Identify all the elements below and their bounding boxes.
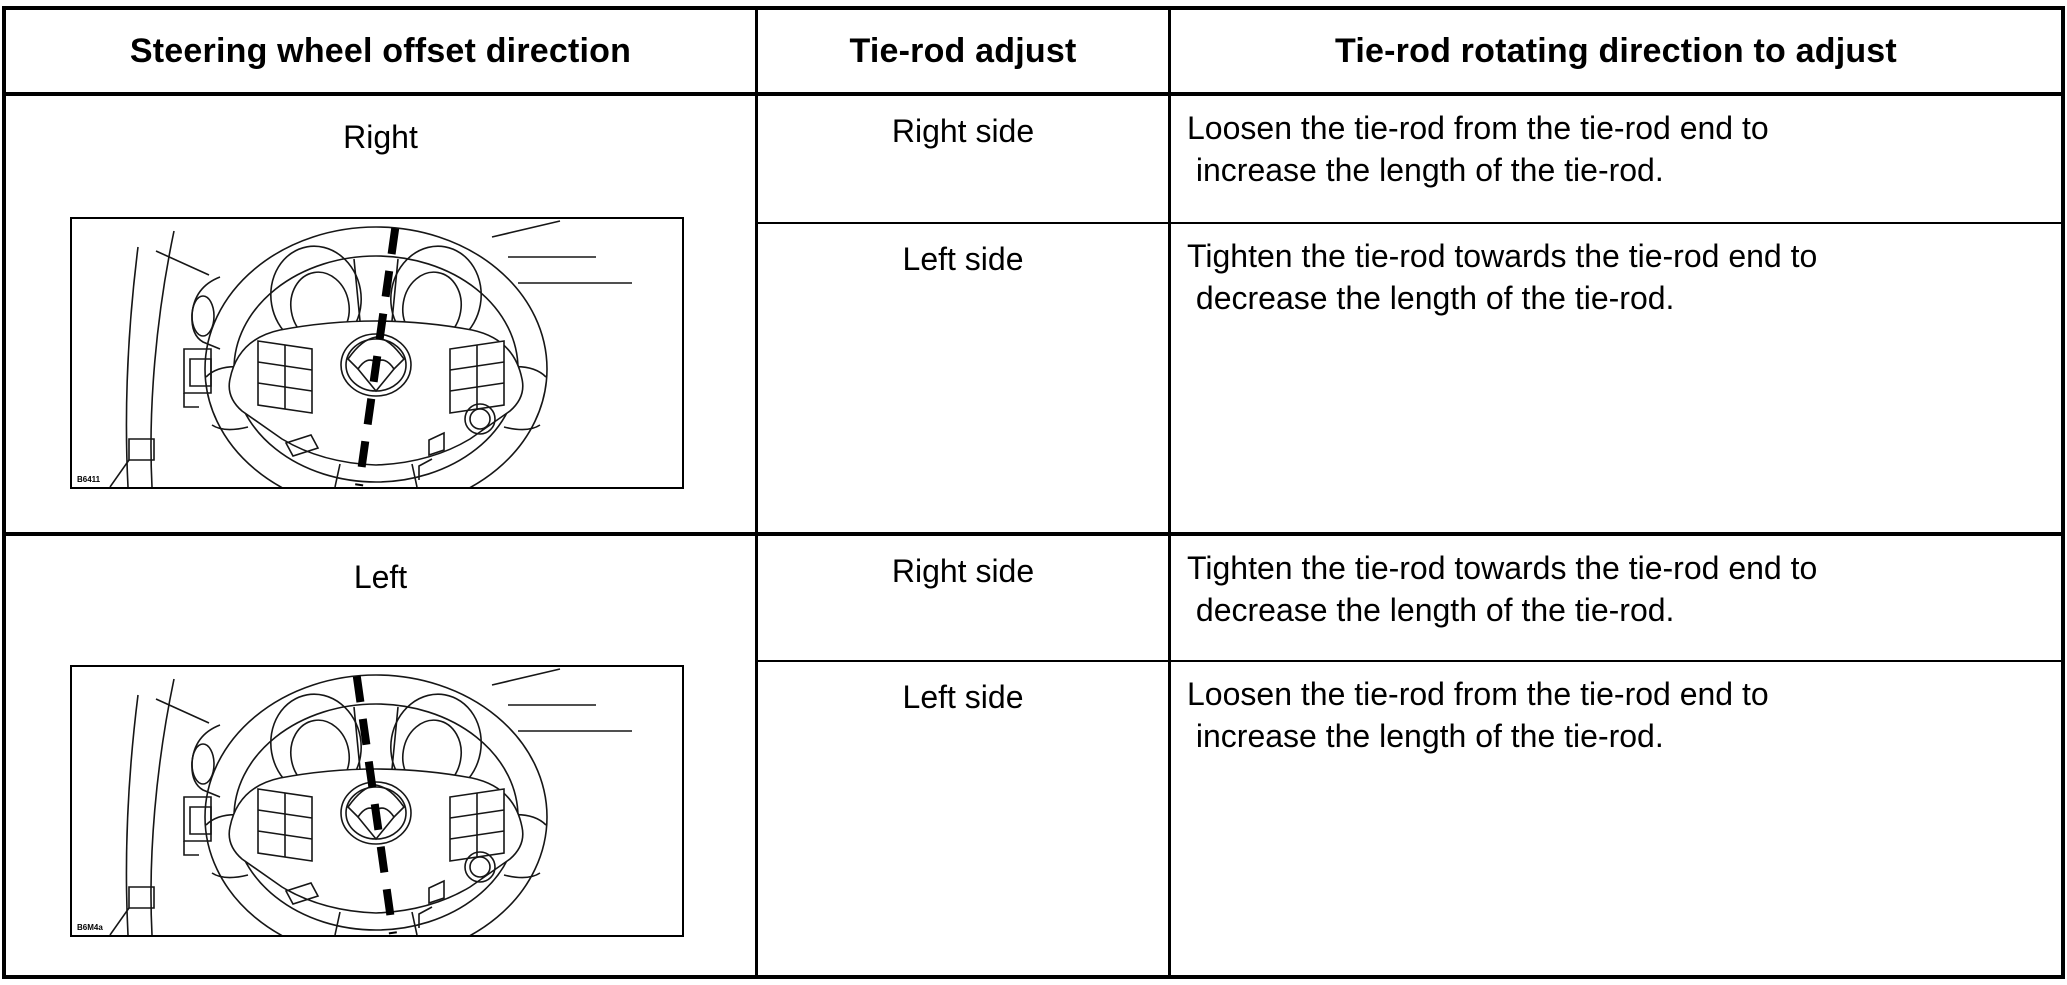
tie-rod-side-cell: Right side bbox=[755, 96, 1168, 224]
offset-direction-label: Left bbox=[353, 559, 408, 595]
pad-lower-column bbox=[284, 882, 418, 935]
header-rotating-direction: Tie-rod rotating direction to adjust bbox=[1168, 10, 2061, 92]
steering-wheel-drawing-left bbox=[109, 668, 632, 935]
offset-center-dashed-line bbox=[355, 227, 400, 487]
instruction-cell: Tighten the tie-rod towards the tie-rod … bbox=[1168, 224, 2061, 532]
header-tie-rod-adjust: Tie-rod adjust bbox=[755, 10, 1168, 92]
pad-lower-column bbox=[284, 434, 418, 487]
horn-button bbox=[418, 851, 496, 928]
offset-direction-cell-right: Right bbox=[6, 96, 755, 532]
offset-direction-cell-left: Left bbox=[6, 536, 755, 975]
left-button-cluster bbox=[257, 340, 313, 414]
instruction-cell: Loosen the tie-rod from the tie-rod end … bbox=[1168, 662, 2061, 975]
steering-wheel-figure-right: B6411 bbox=[70, 217, 684, 489]
right-button-cluster bbox=[449, 788, 505, 862]
header-steering-offset: Steering wheel offset direction bbox=[129, 31, 632, 70]
instruction-cell: Tighten the tie-rod towards the tie-rod … bbox=[1168, 536, 2061, 662]
table-header-row: Steering wheel offset direction Tie-rod … bbox=[6, 10, 2061, 96]
tie-rod-side-cell: Right side bbox=[755, 536, 1168, 662]
steering-wheel-figure-left: B6M4a bbox=[70, 665, 684, 937]
left-button-cluster bbox=[257, 788, 313, 862]
tie-rod-adjust-table: Steering wheel offset direction Tie-rod … bbox=[2, 6, 2065, 979]
steering-wheel-drawing-right bbox=[109, 220, 632, 487]
right-button-cluster bbox=[449, 340, 505, 414]
dashboard-background-lines bbox=[109, 668, 632, 935]
table-block-offset-right: Right bbox=[6, 96, 2061, 536]
tie-rod-side-cell: Left side bbox=[755, 662, 1168, 975]
table-block-offset-left: Left bbox=[6, 536, 2061, 975]
tie-rod-side-cell: Left side bbox=[755, 224, 1168, 532]
figure-code: B6M4a bbox=[77, 923, 103, 932]
dashboard-background-lines bbox=[109, 220, 632, 487]
horn-button bbox=[418, 403, 496, 480]
instruction-cell: Loosen the tie-rod from the tie-rod end … bbox=[1168, 96, 2061, 224]
offset-direction-label: Right bbox=[343, 119, 418, 155]
figure-code: B6411 bbox=[77, 475, 101, 484]
offset-center-dashed-line bbox=[352, 675, 397, 935]
